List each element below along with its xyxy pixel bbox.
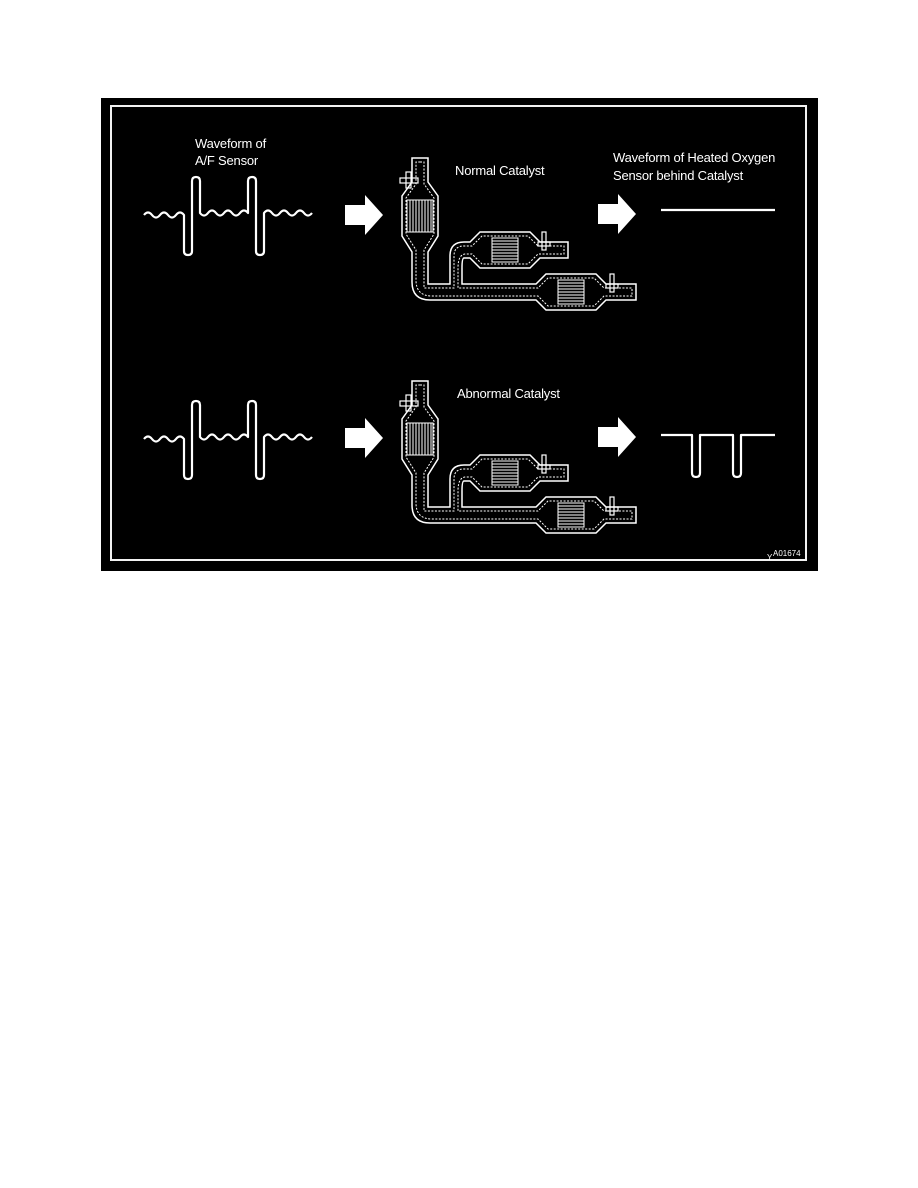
input-waveform-label-line2: A/F Sensor (195, 153, 259, 168)
exhaust-catalyst-abnormal (399, 380, 637, 534)
output-waveform-label-line2: Sensor behind Catalyst (613, 168, 744, 183)
arrow-icon (598, 417, 636, 457)
normal-catalyst-label: Normal Catalyst (455, 163, 545, 178)
arrow-icon (598, 194, 636, 234)
abnormal-catalyst-label: Abnormal Catalyst (457, 386, 560, 401)
af-sensor-waveform-abnormal (142, 399, 314, 481)
diagram-panel: Waveform of A/F Sensor Normal Catalyst W… (101, 98, 818, 571)
output-waveform-label-line1: Waveform of Heated Oxygen (613, 150, 776, 165)
arrow-icon (345, 195, 383, 235)
diagram-frame (110, 105, 807, 561)
figure-id-prefix: Y (767, 553, 773, 562)
exhaust-catalyst-normal (399, 157, 637, 311)
input-waveform-label-line1: Waveform of (195, 136, 267, 151)
arrow-icon (345, 418, 383, 458)
af-sensor-waveform-normal (142, 175, 314, 257)
figure-id-code: A01674 (773, 549, 801, 558)
diagram-artwork (142, 157, 775, 534)
oxygen-sensor-waveform-dips (661, 433, 775, 479)
